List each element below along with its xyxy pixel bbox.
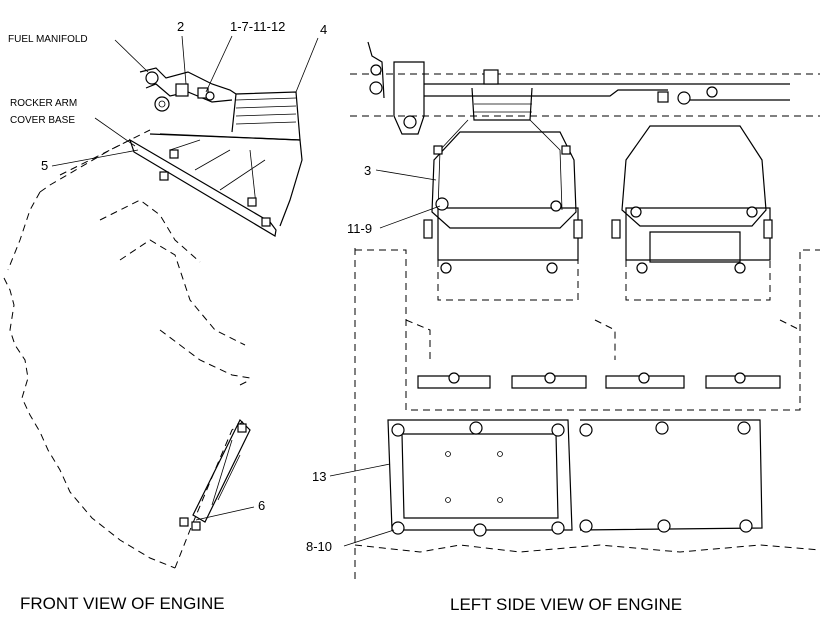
callout-13: 13 xyxy=(312,469,326,484)
callout-8-10: 8-10 xyxy=(306,539,332,554)
callout-11-9: 11-9 xyxy=(347,221,372,236)
fuel-manifold-label: FUEL MANIFOLD xyxy=(8,34,88,45)
callout-6: 6 xyxy=(258,498,265,513)
front-view-caption: FRONT VIEW OF ENGINE xyxy=(20,594,225,613)
callout-2: 2 xyxy=(177,19,184,34)
callout-4: 4 xyxy=(320,22,327,37)
left-side-view-drawing xyxy=(350,41,820,580)
callout-5: 5 xyxy=(41,158,48,173)
callout-1-7-11-12: 1-7-11-12 xyxy=(230,19,285,34)
left-side-view-callouts: 3 11-9 13 8-10 xyxy=(306,163,441,554)
callout-3: 3 xyxy=(364,163,371,178)
left-side-view-caption: LEFT SIDE VIEW OF ENGINE xyxy=(450,595,682,614)
rocker-arm-label-line1: ROCKER ARM xyxy=(10,98,77,109)
front-view-drawing xyxy=(3,67,303,569)
front-view-callouts: FUEL MANIFOLD 2 1-7-11-12 4 ROCKER ARM C… xyxy=(8,19,327,521)
rocker-arm-label-line2: COVER BASE xyxy=(10,115,75,126)
